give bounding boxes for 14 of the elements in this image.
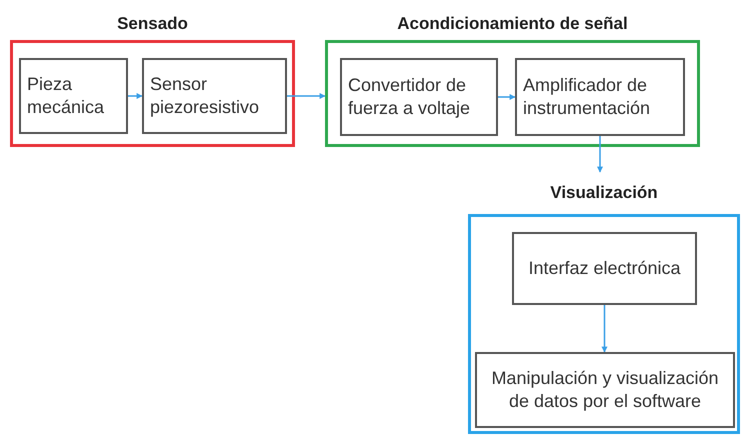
group-heading: Visualización <box>550 183 658 203</box>
process-box: Convertidor de fuerza a voltaje <box>340 58 498 136</box>
process-box: Interfaz electrónica <box>512 232 697 305</box>
process-box: Sensor piezoresistivo <box>142 58 287 134</box>
group-heading: Sensado <box>117 14 188 34</box>
process-box: Amplificador de instrumentación <box>515 58 685 136</box>
process-box: Pieza mecánica <box>19 58 128 134</box>
arrow <box>597 136 603 173</box>
arrow <box>498 94 516 100</box>
arrow <box>287 93 326 99</box>
arrow <box>602 305 608 353</box>
group-heading: Acondicionamiento de señal <box>397 14 628 34</box>
process-box: Manipulación y visualización de datos por el software <box>475 352 735 428</box>
arrow <box>128 93 143 99</box>
